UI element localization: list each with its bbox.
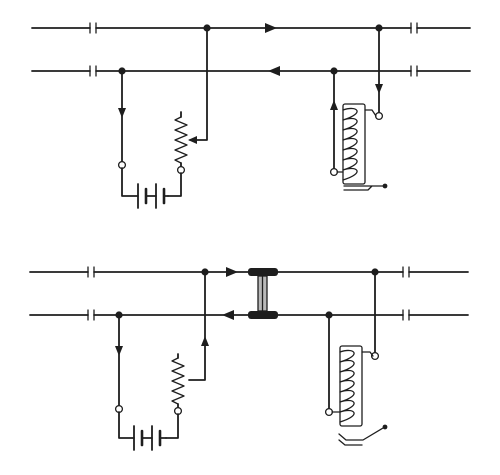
variable-resistor-icon [171, 357, 185, 405]
relay-top [329, 27, 388, 191]
terminal-circle-icon [370, 351, 380, 361]
rail-joint-icon [89, 22, 418, 34]
current-arrow-icon [268, 66, 280, 76]
relay-coil-icon [331, 345, 388, 446]
current-arrow-icon [188, 136, 197, 144]
rail-joint-icon [89, 65, 418, 77]
battery-icon [133, 425, 167, 451]
rail-joint-icon [87, 266, 410, 278]
variable-resistor-icon [174, 116, 188, 164]
circuit-bottom [29, 266, 469, 451]
current-arrow-icon [115, 346, 123, 356]
current-arrow-icon [118, 108, 126, 118]
rail-joint-icon [87, 309, 410, 321]
current-arrow-icon [375, 84, 383, 94]
relay-coil-icon [336, 103, 388, 191]
current-arrow-icon [201, 336, 209, 346]
battery-feed-bottom [114, 271, 209, 451]
current-arrow-icon [222, 310, 234, 320]
current-arrow-icon [265, 23, 277, 33]
current-arrow-icon [330, 100, 338, 110]
current-arrow-icon [226, 267, 238, 277]
circuit-top [31, 22, 471, 209]
rail-top-upper [31, 22, 471, 34]
rail-top-lower [31, 65, 471, 77]
battery-feed-top [117, 27, 208, 209]
relay-bottom [324, 271, 388, 446]
train-axle-shunt-icon [248, 268, 278, 319]
battery-icon [137, 183, 169, 209]
